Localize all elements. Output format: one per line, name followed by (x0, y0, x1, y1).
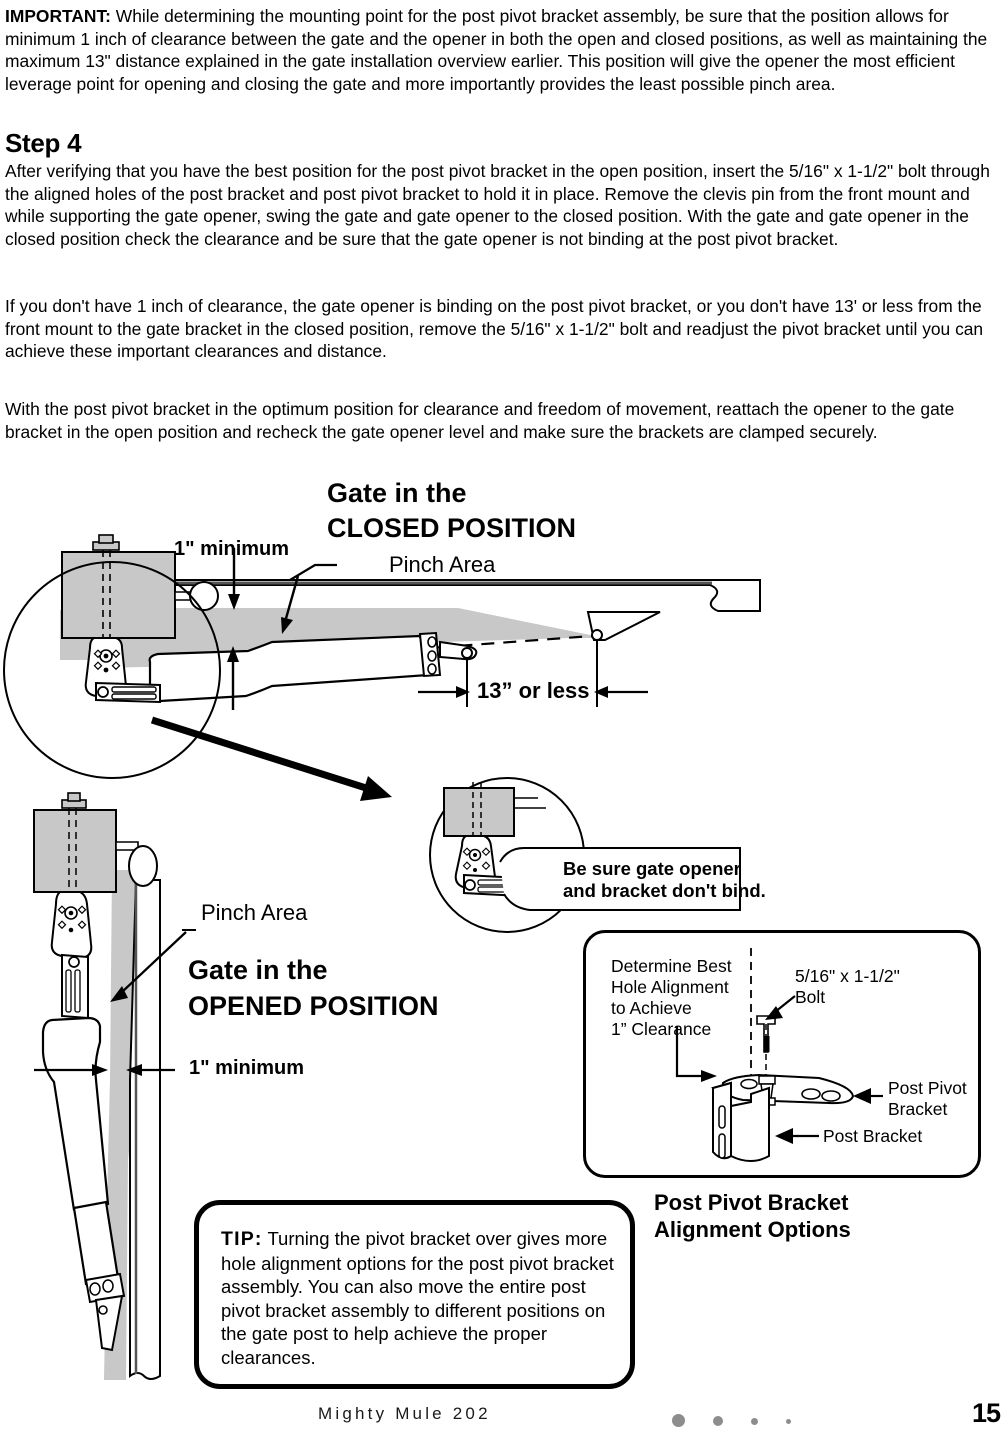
opened-clearance-label: 1" minimum (189, 1057, 305, 1079)
closed-title-line-2: CLOSED POSITION (327, 513, 577, 543)
opened-title-line-2: OPENED POSITION (188, 991, 439, 1021)
detail-callout-line-1: Be sure gate opener (563, 858, 741, 879)
important-note-body: While determining the mounting point for… (5, 6, 988, 94)
alignment-caption-line-2: Alignment Options (654, 1217, 851, 1242)
post-pivot-bracket-leader (853, 1088, 883, 1104)
pinch-area-leader-opened (110, 929, 196, 1002)
closed-position-drawing (3, 534, 761, 801)
bolt-leader (765, 995, 796, 1020)
step-paragraph-1: After verifying that you have the best p… (5, 161, 990, 249)
closed-title-line-1: Gate in the (327, 478, 467, 508)
page-number: 15 (971, 1398, 1001, 1428)
footer-dot-2 (713, 1416, 723, 1426)
footer-dot-3 (751, 1418, 758, 1425)
opened-pinch-area-label: Pinch Area (201, 900, 308, 925)
post-bracket-label: Post Bracket (823, 1126, 923, 1146)
tip-text: TIP: Turning the pivot bracket over give… (221, 1227, 617, 1369)
closed-position-diagram: Gate in the CLOSED POSITION 1" minimum P… (0, 470, 761, 801)
bolt-label-line-2: Bolt (795, 987, 826, 1007)
closed-pinch-area-label: Pinch Area (389, 552, 496, 577)
alignment-options-diagram: Determine Best Hole Alignment to Achieve… (583, 930, 981, 1178)
alignment-bracket-drawing (675, 948, 883, 1162)
alignment-caption-line-1: Post Pivot Bracket (654, 1190, 849, 1215)
footer-dot-1 (672, 1414, 685, 1427)
detail-connector-arrow (150, 716, 392, 801)
detail-callout-line-2: and bracket don't bind. (563, 880, 766, 901)
step-paragraph-3: With the post pivot bracket in the optim… (5, 399, 955, 442)
post-pivot-bracket-label-line-1: Post Pivot (888, 1078, 967, 1098)
tip-body: Turning the pivot bracket over gives mor… (221, 1228, 614, 1368)
closed-distance-label: 13” or less (477, 678, 590, 703)
important-note: IMPORTANT: While determining the mountin… (5, 5, 1000, 95)
step-heading: Step 4 (5, 128, 82, 158)
distance-dimension (418, 640, 648, 707)
opened-position-diagram: Pinch Area Gate in the OPENED POSITION 1… (0, 780, 560, 1400)
bolt-label-line-1: 5/16" x 1-1/2" (795, 966, 900, 986)
hole-alignment-label: Determine Best Hole Alignment to Achieve… (611, 956, 732, 1039)
footer-dot-4 (786, 1419, 791, 1424)
tip-label: TIP: (221, 1228, 263, 1250)
opened-title-line-1: Gate in the (188, 955, 328, 985)
post-bracket-leader (775, 1128, 819, 1144)
post-pivot-bracket-label-line-2: Bracket (888, 1099, 948, 1119)
opened-position-drawing (33, 792, 196, 1380)
page-footer: Mighty Mule 202 15 (0, 1398, 1005, 1444)
hole-alignment-leader (675, 1026, 717, 1082)
step-paragraph-2: If you don't have 1 inch of clearance, t… (5, 296, 984, 362)
clearance-arrow-down (228, 548, 240, 610)
binding-detail-callout: Be sure gate opener and bracket don't bi… (400, 770, 766, 933)
brand-name: Mighty Mule 202 (318, 1404, 491, 1423)
clearance-dimension-opened (34, 1064, 175, 1076)
pinch-area-leader (281, 563, 337, 634)
tip-box: TIP: Turning the pivot bracket over give… (194, 1200, 635, 1389)
binding-detail-drawing (429, 777, 741, 933)
clearance-arrow-up (227, 646, 239, 710)
important-note-paragraph: IMPORTANT: While determining the mountin… (5, 5, 1000, 95)
important-note-label: IMPORTANT: (5, 6, 111, 26)
closed-clearance-label: 1" minimum (174, 538, 290, 560)
